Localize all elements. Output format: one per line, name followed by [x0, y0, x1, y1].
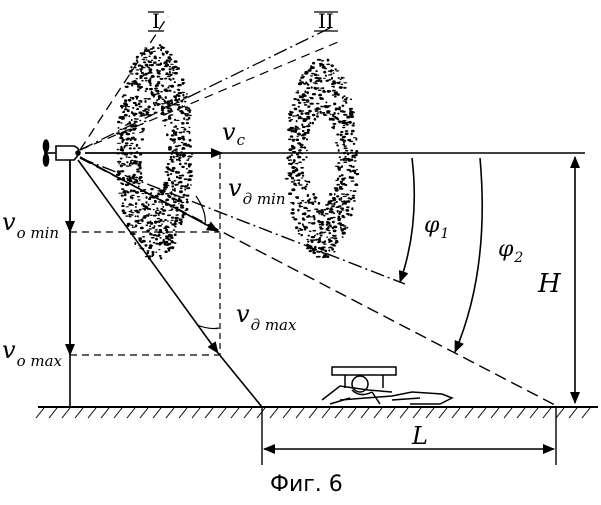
zone-ray-steep — [80, 16, 168, 150]
length-label: L — [411, 422, 428, 450]
soldier-icon — [322, 367, 452, 404]
v-c-label: vc — [222, 118, 246, 149]
zone-ray-upper — [80, 28, 330, 150]
phi-2-arc — [455, 158, 482, 352]
angle-ray-phi1 — [80, 158, 405, 284]
phi-2-label: φ2 — [498, 237, 523, 266]
dispersion-zone-2 — [285, 59, 359, 259]
ground — [36, 407, 598, 418]
v-o-max-label: vo max — [2, 336, 63, 370]
trajectory-continuation — [218, 353, 262, 407]
phi-1-label: φ1 — [424, 213, 449, 242]
v-d-min-label: vд min — [228, 174, 286, 208]
phi-1-arc — [400, 158, 414, 282]
angle-ray-phi2 — [80, 158, 555, 405]
height-label: H — [537, 269, 562, 299]
v-d-max-label: vд max — [236, 300, 297, 334]
aircraft-icon — [44, 140, 81, 166]
figure-caption: Фиг. 6 — [270, 472, 343, 497]
v-d-max-arrow — [78, 160, 218, 353]
v-o-min-label: vo min — [2, 208, 59, 242]
length-dimension — [262, 407, 556, 465]
